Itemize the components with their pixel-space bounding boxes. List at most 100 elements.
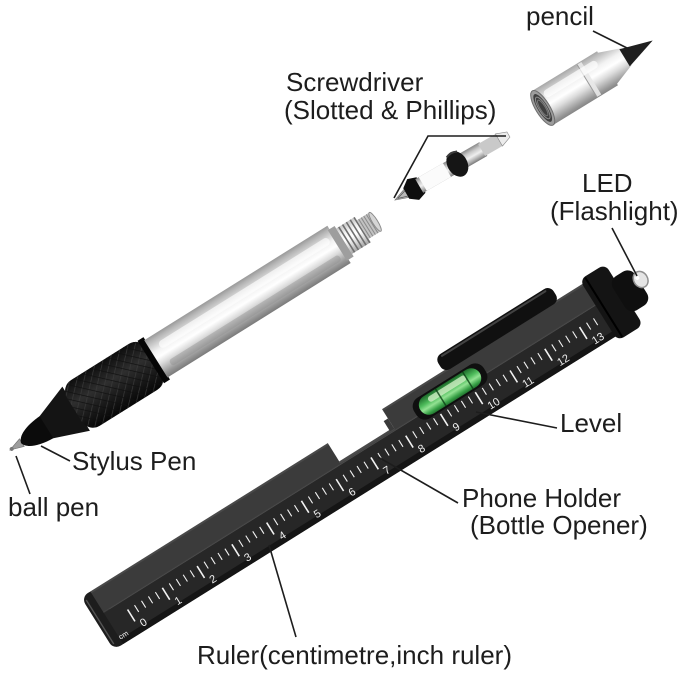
- pen-clip: [437, 288, 557, 371]
- ruler-tick: [370, 456, 380, 470]
- ruler-tick: [523, 361, 529, 369]
- ruler-number: 9: [451, 421, 463, 434]
- ruler-tick: [453, 404, 460, 413]
- pencil-part: [530, 40, 653, 126]
- ruler-tick: [537, 352, 543, 361]
- label-screwdriver-line1: Screwdriver: [286, 67, 424, 97]
- label-pencil: pencil: [526, 1, 594, 31]
- label-ball-pen: ball pen: [8, 492, 99, 522]
- label-phone-holder-line1: Phone Holder: [462, 483, 621, 513]
- ruler-number: 6: [347, 486, 359, 499]
- ruler-tick: [161, 587, 171, 601]
- ruler-tick: [530, 357, 536, 365]
- ruler-number: 4: [277, 529, 289, 542]
- ruler-tick: [321, 487, 327, 495]
- ruler-tick: [238, 539, 244, 548]
- ruler-tick: [481, 387, 487, 395]
- ruler-tick: [328, 483, 334, 491]
- ruler-tick: [446, 409, 453, 417]
- ruler-tick: [586, 322, 592, 330]
- pencil-thread-ring1: [534, 96, 551, 120]
- leader-phone-holder: [377, 456, 459, 504]
- ruler-tick: [126, 609, 136, 622]
- pen-barrel: [144, 225, 351, 378]
- phillips-groove2: [397, 195, 408, 199]
- ruler-tick: [300, 500, 310, 514]
- level-mark-left: [434, 388, 447, 407]
- ruler-number: 3: [242, 551, 254, 564]
- ruler-tick: [154, 591, 161, 600]
- label-screwdriver-line2: (Slotted & Phillips): [284, 95, 496, 125]
- phillips-groove1: [397, 190, 406, 199]
- ruler-tick: [363, 461, 369, 469]
- butt-edge-highlight: [85, 599, 115, 645]
- bit-o-ring: [446, 151, 469, 177]
- silver-pen: [9, 211, 382, 451]
- label-stylus: Stylus Pen: [72, 446, 196, 476]
- thread-end-face: [368, 211, 382, 232]
- ruler-tick: [182, 574, 188, 582]
- ruler-tick: [356, 465, 362, 474]
- pencil-body: [532, 51, 618, 126]
- labels-layer: pencil Screwdriver (Slotted & Phillips) …: [8, 1, 679, 670]
- leader-screwdriver: [393, 135, 506, 199]
- ruler-tick: [398, 439, 404, 448]
- ruler-tick: [467, 396, 474, 404]
- ruler-tick: [245, 535, 251, 543]
- ruler-number: 2: [207, 573, 219, 586]
- ruler-tick: [293, 504, 300, 513]
- level-highlight: [427, 375, 467, 402]
- ruler-tick: [280, 513, 286, 521]
- clip-highlight: [440, 290, 547, 357]
- ruler-tick: [593, 318, 599, 326]
- leader-stylus: [40, 445, 71, 462]
- ruler-tick: [217, 552, 223, 561]
- ruler-tick: [203, 561, 209, 569]
- ballpen-ball: [9, 446, 14, 451]
- cap-nose: [611, 270, 649, 312]
- stylus-tip: [20, 415, 55, 446]
- pen-cap: [582, 266, 641, 339]
- leader-ball-pen: [15, 455, 31, 495]
- ruler-tick: [516, 365, 522, 374]
- pen-bottom-edge-shade: [120, 329, 619, 645]
- notch-wall: [383, 418, 395, 432]
- ruler-tick: [551, 344, 557, 352]
- ruler-tick: [502, 374, 508, 382]
- level-mark-right: [461, 371, 474, 390]
- bit-flange: [403, 177, 426, 200]
- ruler-tick: [391, 444, 397, 452]
- ruler-tick: [578, 326, 588, 340]
- ruler-tick: [384, 448, 390, 456]
- ruler-tick: [252, 530, 258, 539]
- pencil-cone: [595, 48, 632, 86]
- leader-led: [611, 227, 638, 277]
- grip-end-ring: [137, 337, 170, 384]
- ruler-tick: [259, 526, 265, 535]
- label-level: Level: [560, 408, 622, 438]
- ruler-number: 12: [555, 352, 572, 369]
- pen-butt-end: [84, 590, 127, 647]
- bit-shaft-highlight: [418, 163, 451, 191]
- barrel-neck: [327, 225, 354, 261]
- pencil-thread-ring2: [537, 99, 549, 117]
- ruler-tick: [342, 474, 348, 482]
- ruler-number: 5: [312, 508, 324, 521]
- grip-cone: [39, 386, 90, 439]
- ruler-tick: [224, 548, 230, 556]
- thread-rib-lines: [338, 216, 371, 253]
- ruler-tick: [231, 543, 240, 557]
- label-ruler: Ruler(centimetre,inch ruler): [197, 640, 512, 670]
- ruler-tick: [168, 583, 174, 591]
- ruler-tick: [572, 331, 578, 339]
- ruler-tick: [412, 431, 418, 439]
- ruler-number: 10: [486, 396, 503, 413]
- ruler-tick: [134, 604, 140, 613]
- ruler-tick: [509, 370, 519, 383]
- ruler-tick: [287, 509, 293, 517]
- ruler-tick: [175, 578, 181, 587]
- label-phone-holder-line2: (Bottle Opener): [470, 510, 648, 540]
